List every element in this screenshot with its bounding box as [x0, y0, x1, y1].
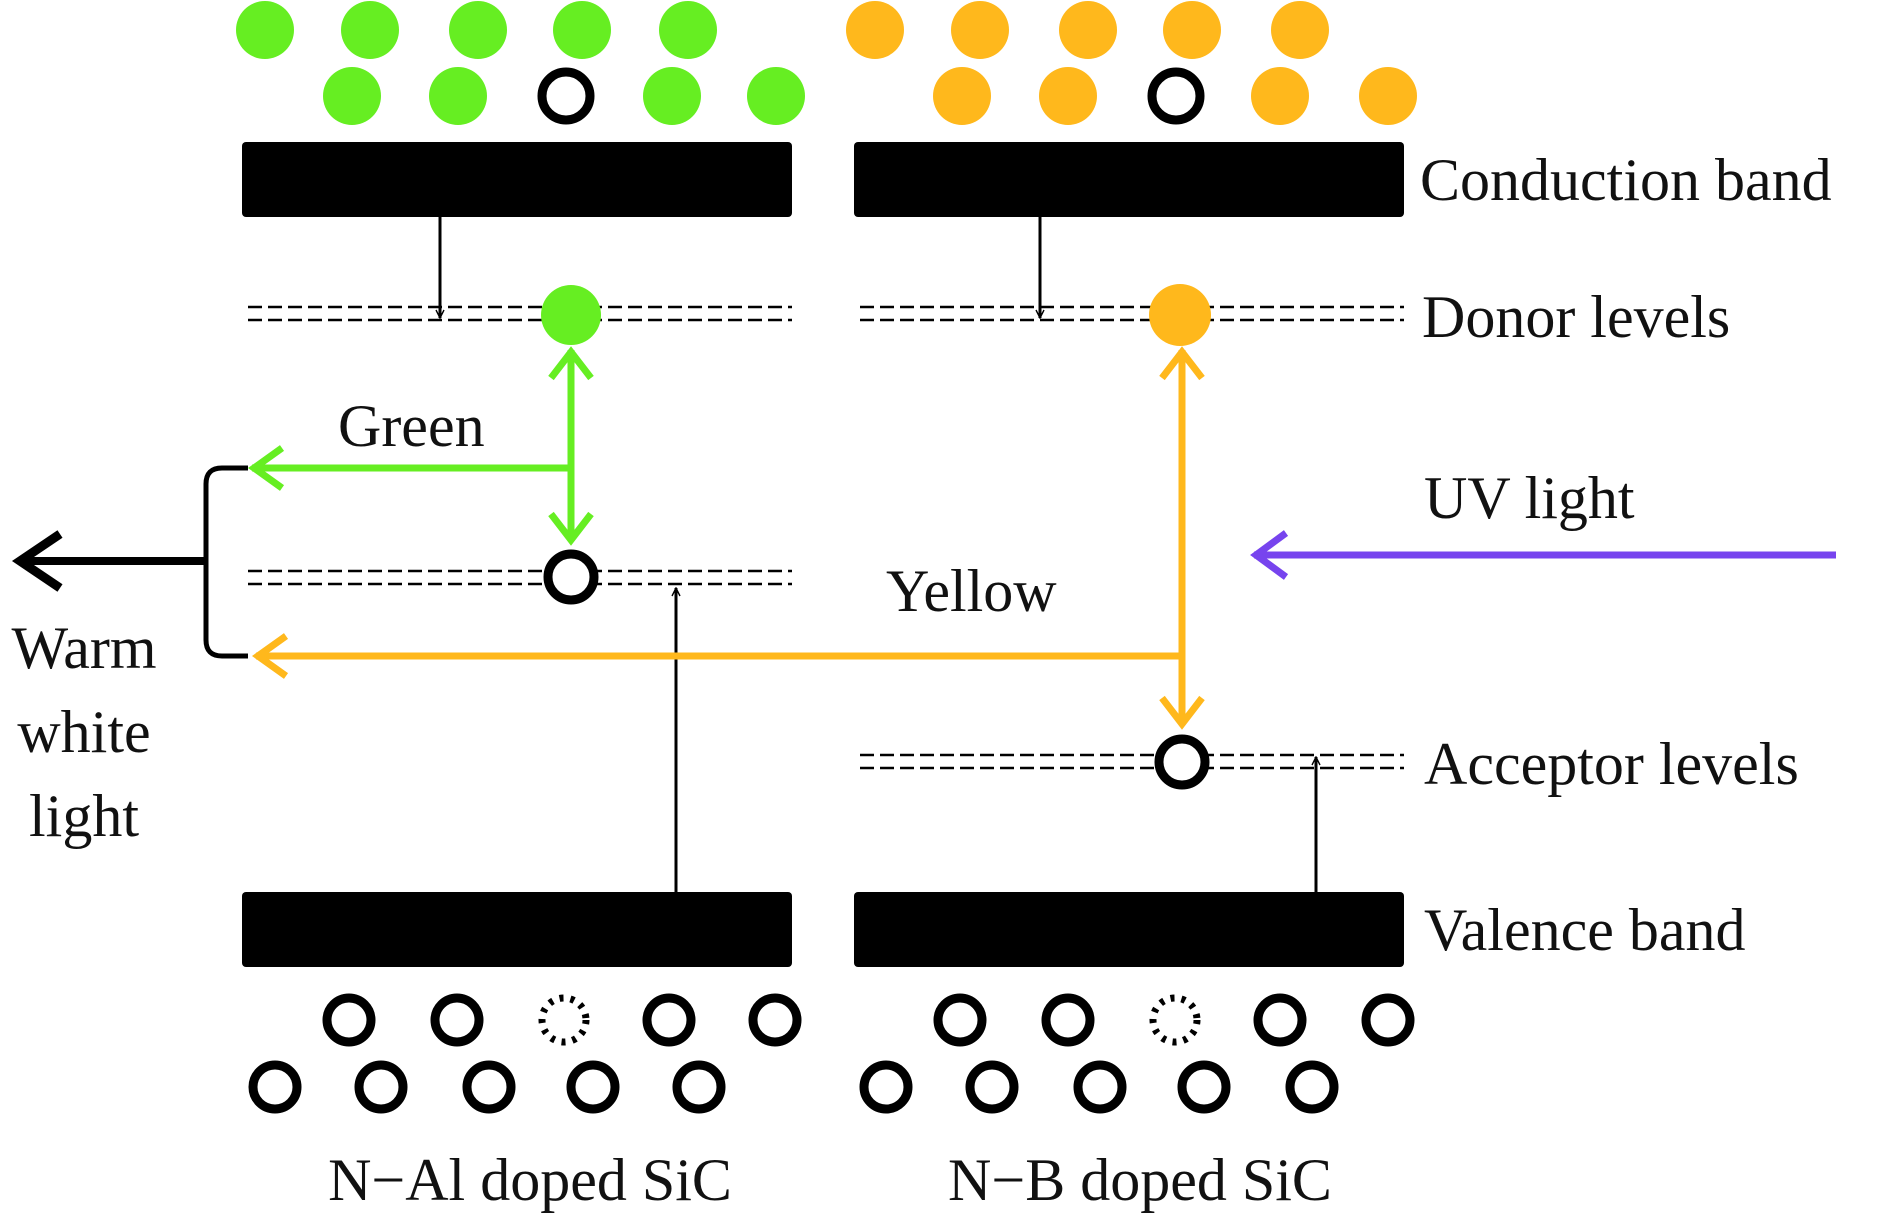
uv-light-label: UV light [1424, 465, 1635, 531]
yellow-electron [1359, 67, 1417, 125]
uv-light-arrow [1250, 530, 1836, 580]
hole [672, 1060, 726, 1114]
vacancy-hole [538, 994, 590, 1046]
acceptor-level-left [248, 569, 792, 586]
hole [642, 993, 696, 1047]
hole [1147, 67, 1205, 125]
light-label: light [29, 783, 139, 849]
hole [1361, 993, 1415, 1047]
hole [322, 993, 376, 1047]
conduction-band-left [242, 142, 792, 217]
yellow-electron [1039, 67, 1097, 125]
green-electron [341, 1, 399, 59]
yellow-electron [951, 1, 1009, 59]
green-electron [553, 1, 611, 59]
hole [537, 67, 595, 125]
acceptor-hole-right [1154, 734, 1210, 790]
donor-level-left [248, 305, 792, 322]
hole [748, 993, 802, 1047]
yellow-electron [1251, 67, 1309, 125]
donor-electron-yellow [1149, 284, 1211, 346]
acceptor-level-right [860, 753, 1404, 770]
yellow-electron [1059, 1, 1117, 59]
yellow-electron [933, 67, 991, 125]
green-electron [323, 67, 381, 125]
valence-band-right [854, 892, 1404, 967]
warm-label: Warm [11, 615, 156, 681]
yellow-emission [251, 346, 1205, 730]
panel-right-caption: N−B doped SiC [948, 1147, 1332, 1213]
hole [248, 1060, 302, 1114]
hole [965, 1060, 1019, 1114]
combine-bracket [203, 465, 248, 659]
hole [566, 1060, 620, 1114]
conduction-band-right [854, 142, 1404, 217]
green-electron [659, 1, 717, 59]
valence-holes [248, 993, 1415, 1114]
acceptor-levels-label: Acceptor levels [1424, 731, 1799, 797]
valence-band-left [242, 892, 792, 967]
yellow-electron [1163, 1, 1221, 59]
hole [1073, 1060, 1127, 1114]
vacancy-hole [1149, 994, 1201, 1046]
acceptor-hole-left [543, 549, 599, 605]
donor-level-right [860, 305, 1404, 322]
hole [462, 1060, 516, 1114]
hole [1177, 1060, 1231, 1114]
hole [430, 993, 484, 1047]
green-electron [449, 1, 507, 59]
yellow-electron [846, 1, 904, 59]
green-electron [747, 67, 805, 125]
panel-left-caption: N−Al doped SiC [328, 1147, 732, 1213]
donor-electron-green [541, 285, 601, 345]
hole [933, 993, 987, 1047]
green-emission [247, 346, 594, 546]
hole [1285, 1060, 1339, 1114]
conduction-electrons [236, 1, 1417, 125]
yellow-electron [1271, 1, 1329, 59]
green-electron [643, 67, 701, 125]
hole [1041, 993, 1095, 1047]
green-label: Green [338, 393, 485, 459]
green-electron [429, 67, 487, 125]
hole [1253, 993, 1307, 1047]
donor-levels-label: Donor levels [1422, 284, 1730, 350]
green-electron [236, 1, 294, 59]
warm-white-arrow [11, 530, 206, 592]
valence-band-label: Valence band [1424, 897, 1746, 963]
hole [859, 1060, 913, 1114]
hole [354, 1060, 408, 1114]
conduction-band-label: Conduction band [1420, 147, 1832, 213]
white-label: white [17, 699, 150, 765]
yellow-label: Yellow [886, 558, 1057, 624]
